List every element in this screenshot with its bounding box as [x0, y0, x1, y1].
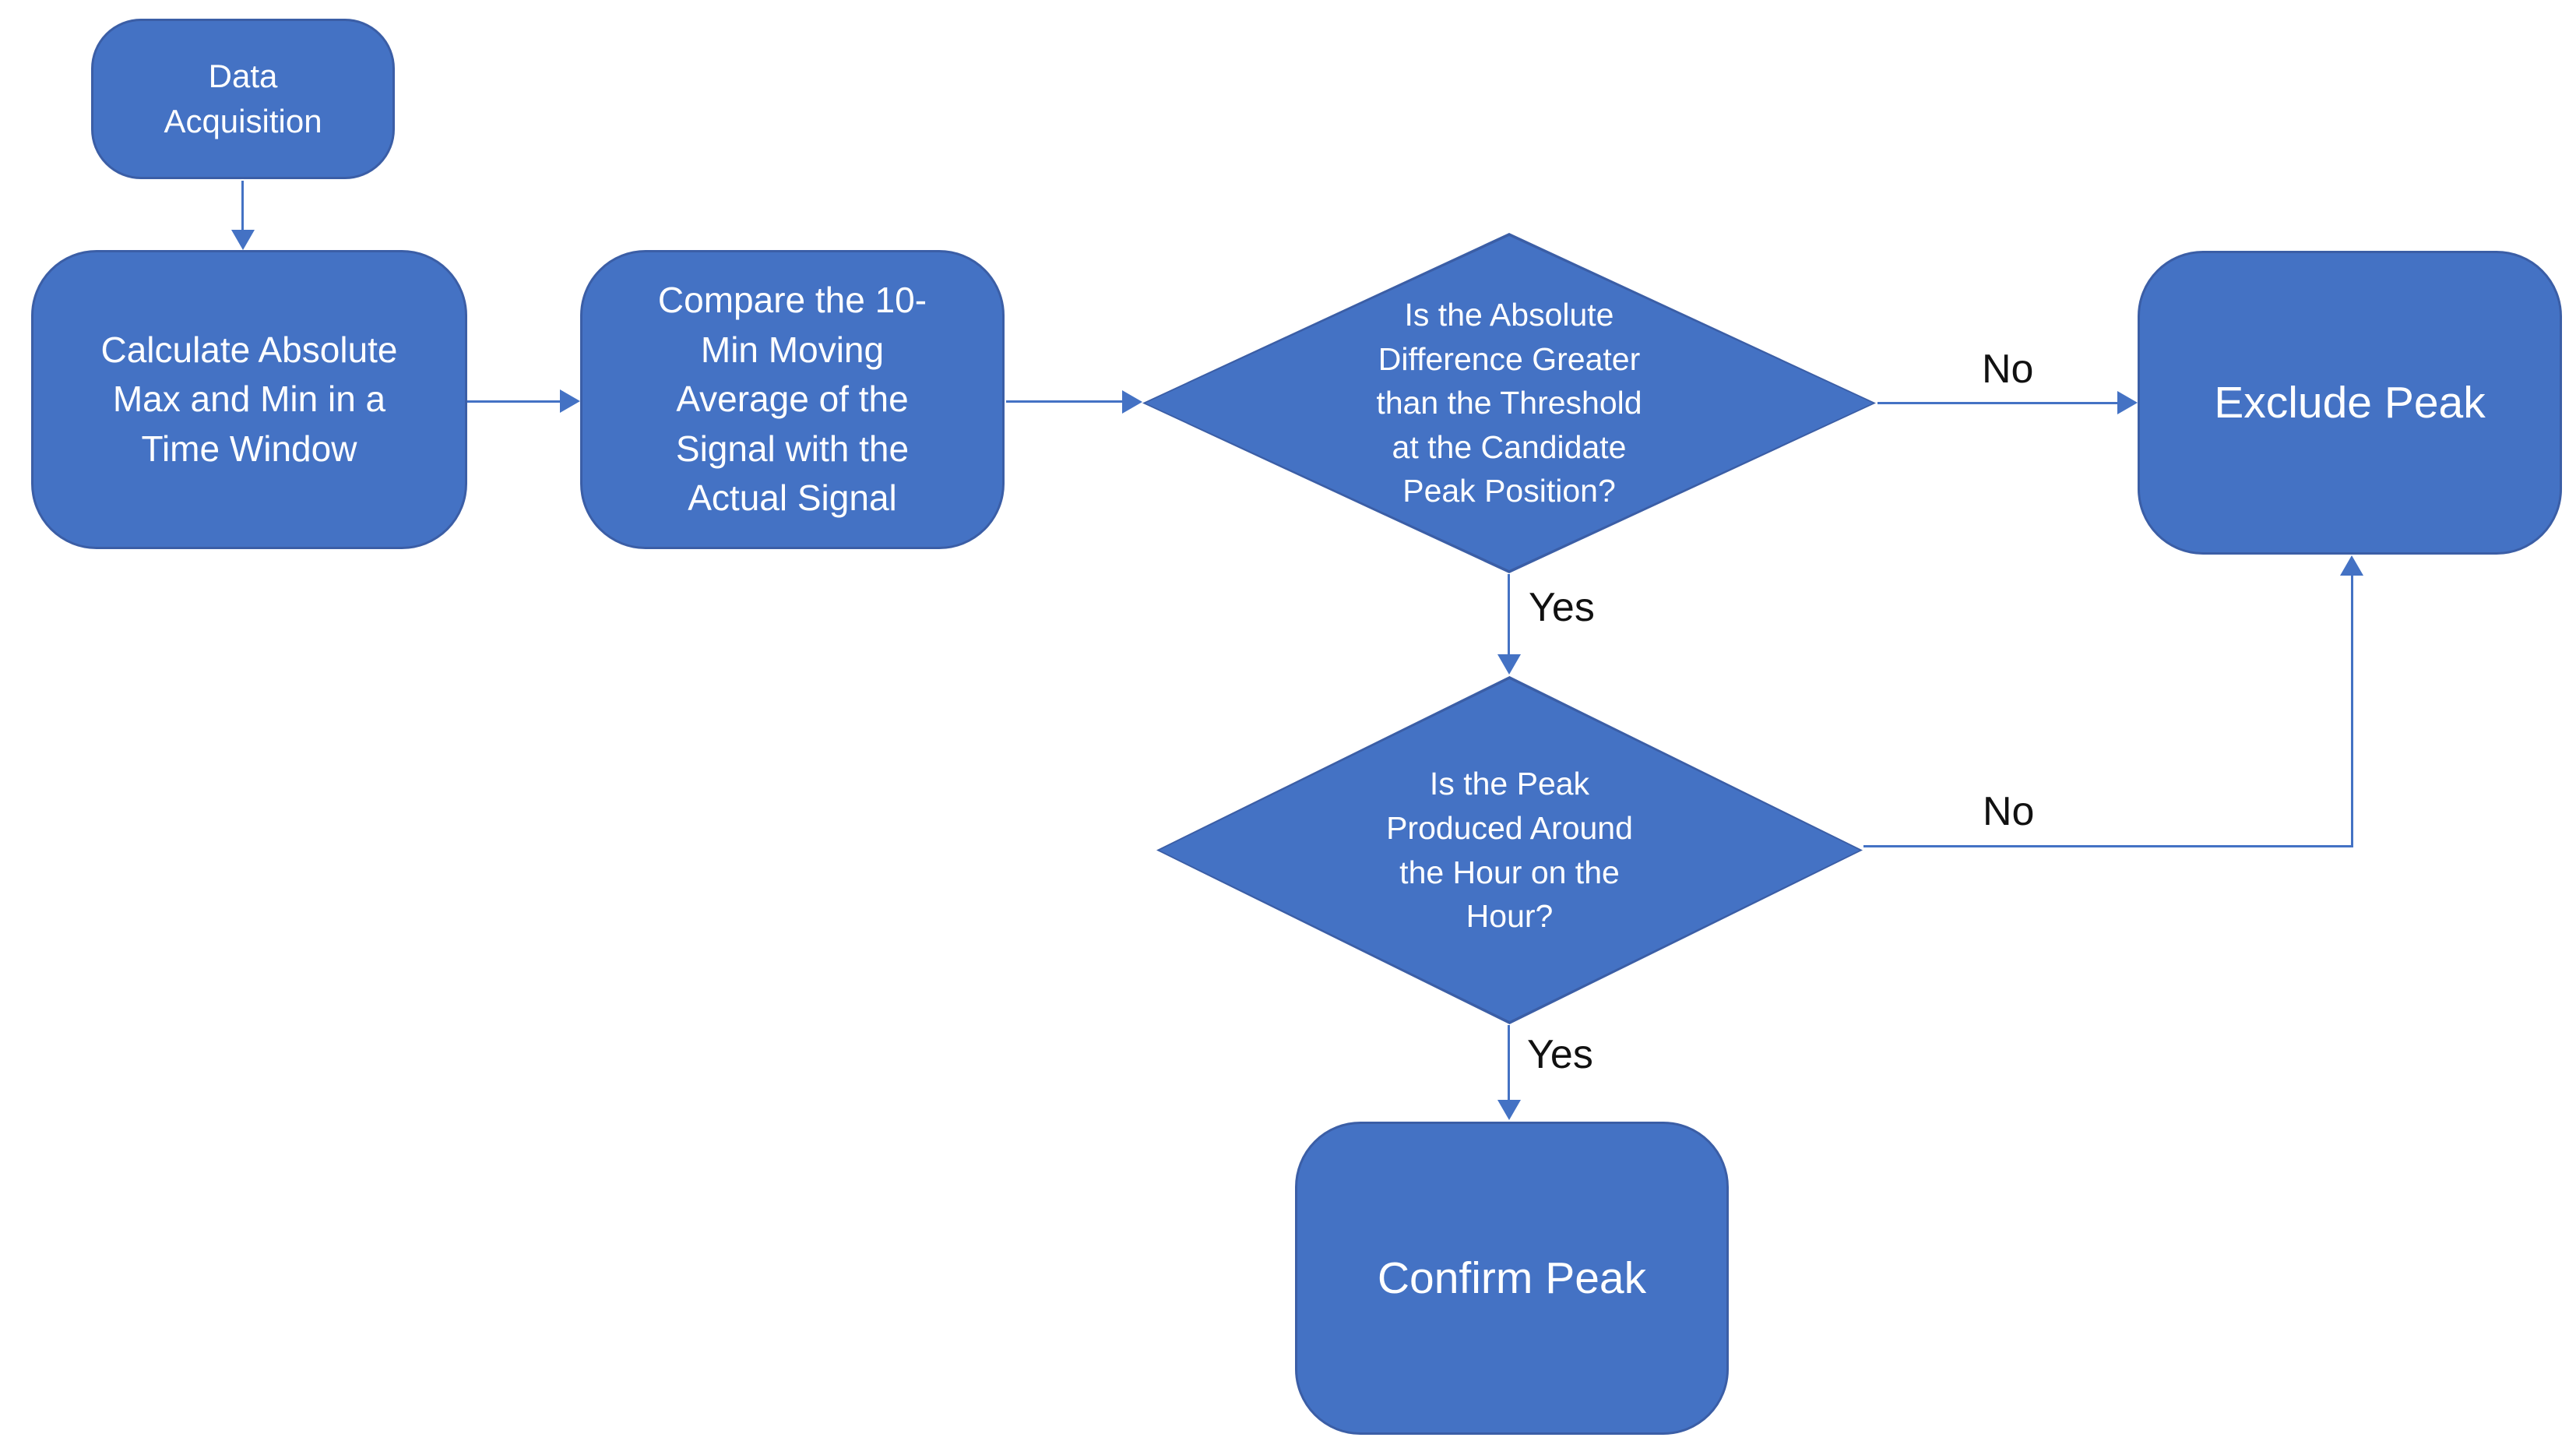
node-exclude-peak-label: Exclude Peak	[2214, 377, 2486, 428]
edge-data-to-calculate	[241, 181, 244, 231]
edge-threshold-yes-to-hour	[1508, 574, 1510, 657]
edge-label-threshold-yes: Yes	[1529, 585, 1595, 630]
edge-label-hour-yes: Yes	[1527, 1032, 1593, 1077]
arrowhead-down-icon	[231, 230, 255, 250]
edge-label-threshold-no: No	[1982, 347, 2034, 392]
edge-hour-no-horizontal	[1863, 845, 2353, 847]
edge-threshold-no-to-exclude	[1877, 402, 2119, 404]
arrowhead-down-icon	[1497, 1100, 1521, 1120]
decision-hour: Is the Peak Produced Around the Hour on …	[1156, 676, 1863, 1024]
node-compare-moving-average: Compare the 10- Min Moving Average of th…	[580, 250, 1005, 549]
node-confirm-peak: Confirm Peak	[1295, 1122, 1729, 1435]
node-confirm-peak-label: Confirm Peak	[1377, 1252, 1647, 1303]
node-calculate-max-min: Calculate Absolute Max and Min in a Time…	[31, 250, 467, 549]
arrowhead-up-icon	[2340, 555, 2363, 576]
decision-threshold: Is the Absolute Difference Greater than …	[1142, 233, 1876, 573]
arrowhead-right-icon	[560, 389, 580, 413]
node-calculate-max-min-label: Calculate Absolute Max and Min in a Time…	[100, 329, 398, 469]
node-data-acquisition-label: Data Acquisition	[164, 58, 322, 139]
edge-calculate-to-compare	[467, 400, 561, 403]
decision-hour-label: Is the Peak Produced Around the Hour on …	[1386, 766, 1633, 935]
edge-compare-to-threshold	[1006, 400, 1124, 403]
decision-threshold-label: Is the Absolute Difference Greater than …	[1376, 297, 1642, 509]
node-exclude-peak: Exclude Peak	[2138, 251, 2562, 555]
arrowhead-down-icon	[1497, 654, 1521, 675]
node-compare-moving-average-label: Compare the 10- Min Moving Average of th…	[657, 280, 927, 519]
arrowhead-right-icon	[1122, 390, 1142, 414]
node-data-acquisition: Data Acquisition	[91, 19, 395, 179]
edge-hour-yes-to-confirm	[1508, 1025, 1510, 1102]
edge-label-hour-no: No	[1983, 789, 2035, 834]
edge-hour-no-vertical	[2351, 575, 2353, 846]
arrowhead-right-icon	[2117, 391, 2138, 414]
